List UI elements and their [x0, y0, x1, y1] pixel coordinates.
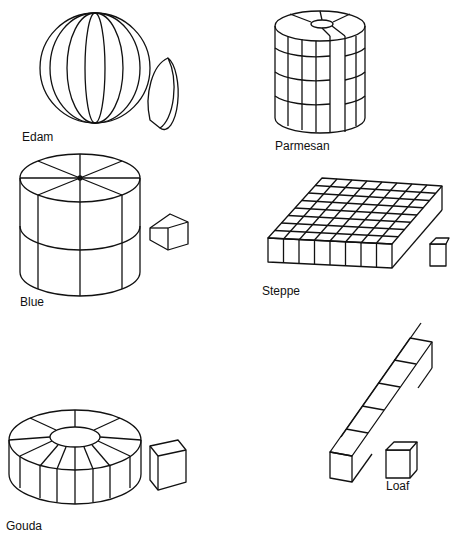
cheese-name: Blue: [20, 296, 44, 308]
blue-drawing: [20, 154, 188, 296]
cheese-name: Steppe: [262, 285, 300, 297]
cheese-name: Parmesan: [275, 140, 330, 152]
edam-drawing: [40, 13, 178, 129]
loaf-drawing: [330, 323, 432, 482]
cheese-name: Loaf: [386, 480, 409, 492]
cheese-name: Gouda: [6, 520, 42, 532]
parmesan-drawing: [275, 11, 365, 133]
cheese-name: Edam: [22, 131, 53, 143]
gouda-drawing: [9, 410, 186, 504]
steppe-drawing: [268, 178, 449, 268]
